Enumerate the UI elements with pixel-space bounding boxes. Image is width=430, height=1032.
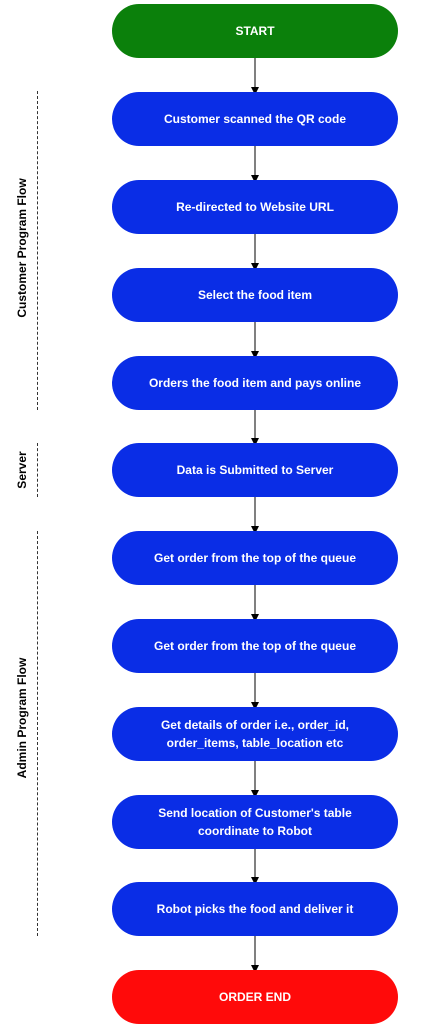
- end-node: ORDER END: [112, 970, 398, 1024]
- order-details-node: Get details of order i.e., order_id, ord…: [112, 707, 398, 761]
- server-section-text: Server: [15, 451, 29, 489]
- scan-qr-node: Customer scanned the QR code: [112, 92, 398, 146]
- customer-section-text: Customer Program Flow: [15, 178, 29, 318]
- order-pay-node: Orders the food item and pays online: [112, 356, 398, 410]
- get-order-node-1: Get order from the top of the queue: [112, 531, 398, 585]
- send-location-node: Send location of Customer's table coordi…: [112, 795, 398, 849]
- get-order-node-2: Get order from the top of the queue: [112, 619, 398, 673]
- start-node: START: [112, 4, 398, 58]
- admin-section-line: [37, 531, 38, 936]
- redirect-node: Re-directed to Website URL: [112, 180, 398, 234]
- robot-deliver-node: Robot picks the food and deliver it: [112, 882, 398, 936]
- select-food-node: Select the food item: [112, 268, 398, 322]
- submit-server-node: Data is Submitted to Server: [112, 443, 398, 497]
- server-section-line: [37, 443, 38, 497]
- customer-section-line: [37, 91, 38, 410]
- admin-section-text: Admin Program Flow: [15, 657, 29, 779]
